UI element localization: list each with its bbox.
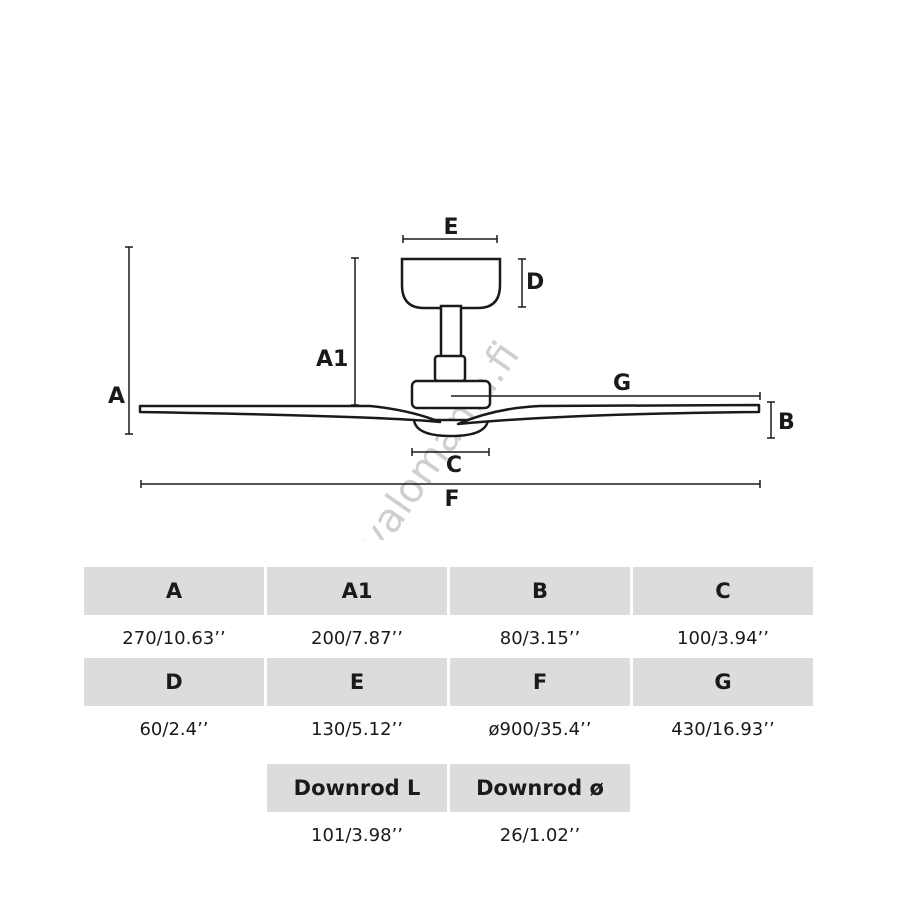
label-g: G [613,371,631,396]
dimension-line-b [767,401,775,439]
table-value-g: 430/16.93’’ [671,718,775,740]
fan-coupler [433,354,467,383]
table-header-c: C [633,567,813,615]
fan-motor-housing [410,379,492,410]
dimension-line-e [402,235,498,243]
table-header-d: D [84,658,264,706]
dimension-line-a1 [351,257,359,406]
table-header-e: E [267,658,447,706]
table-value-c: 100/3.94’’ [677,627,769,649]
dimension-line-g [451,392,761,400]
table-value-downrod-length: 101/3.98’’ [311,824,403,846]
table-header-a: A [84,567,264,615]
table-value-e: 130/5.12’’ [311,718,403,740]
label-c: C [446,453,462,478]
dimension-line-c [411,448,490,456]
label-b: B [778,410,795,435]
fan-dimension-diagram: valomania.fi A A1 E D G [108,215,795,540]
table-value-a1: 200/7.87’’ [311,627,403,649]
label-e: E [443,215,458,240]
fan-downrod [439,304,463,360]
label-a: A [108,384,125,409]
table-header-f: F [450,658,630,706]
dimension-line-d [518,258,526,308]
fan-blade-left [138,404,442,424]
table-header-g: G [633,658,813,706]
label-a1: A1 [316,347,348,372]
label-f: F [444,487,459,512]
table-header-downrod-length: Downrod L [267,764,447,812]
table-header-downrod-diameter: Downrod ø [450,764,630,812]
table-value-downrod-diameter: 26/1.02’’ [499,824,581,846]
table-value-b: 80/3.15’’ [499,627,581,649]
fan-blade-right [456,403,761,426]
table-value-a: 270/10.63’’ [122,627,226,649]
dimension-line-f [140,480,761,488]
table-header-b: B [450,567,630,615]
table-value-f: ø900/35.4’’ [488,718,592,740]
dimension-line-a [125,246,133,435]
table-value-d: 60/2.4’’ [139,718,209,740]
fan-canopy [400,257,502,310]
label-d: D [526,270,544,295]
table-header-a1: A1 [267,567,447,615]
